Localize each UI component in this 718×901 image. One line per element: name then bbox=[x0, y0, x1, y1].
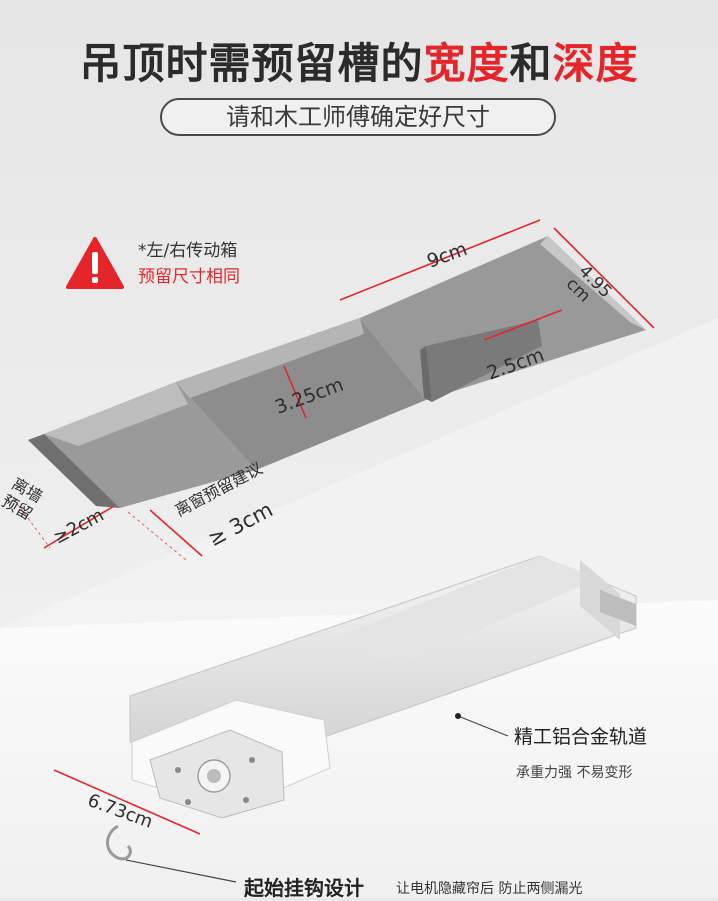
hook-feature-subtitle: 让电机隐藏帘后 防止两侧漏光 bbox=[396, 881, 583, 897]
warning-triangle-icon bbox=[66, 237, 124, 289]
track-feature-title: 精工铝合金轨道 bbox=[514, 726, 648, 748]
subtitle-pill: 请和木工师傅确定好尺寸 bbox=[160, 98, 556, 136]
warning-note: *左/右传动箱 预留尺寸相同 bbox=[138, 238, 240, 290]
title-accent-width: 宽度 bbox=[423, 39, 510, 88]
lower-background bbox=[0, 600, 718, 898]
curtain-track bbox=[106, 555, 637, 883]
dimension-lines bbox=[43, 219, 655, 835]
ceiling-slot bbox=[28, 236, 646, 508]
hook-feature-title: 起始挂钩设计 bbox=[244, 876, 364, 900]
warning-line-1: *左/右传动箱 bbox=[138, 241, 238, 261]
title-part-1: 吊顶时需预留槽的 bbox=[79, 39, 424, 88]
title-accent-depth: 深度 bbox=[552, 39, 639, 88]
title-part-2: 和 bbox=[509, 39, 553, 88]
track-feature-subtitle: 承重力强 不易变形 bbox=[516, 765, 633, 781]
warning-line-2: 预留尺寸相同 bbox=[138, 267, 240, 287]
page-title: 吊顶时需预留槽的宽度和深度 bbox=[0, 30, 718, 91]
